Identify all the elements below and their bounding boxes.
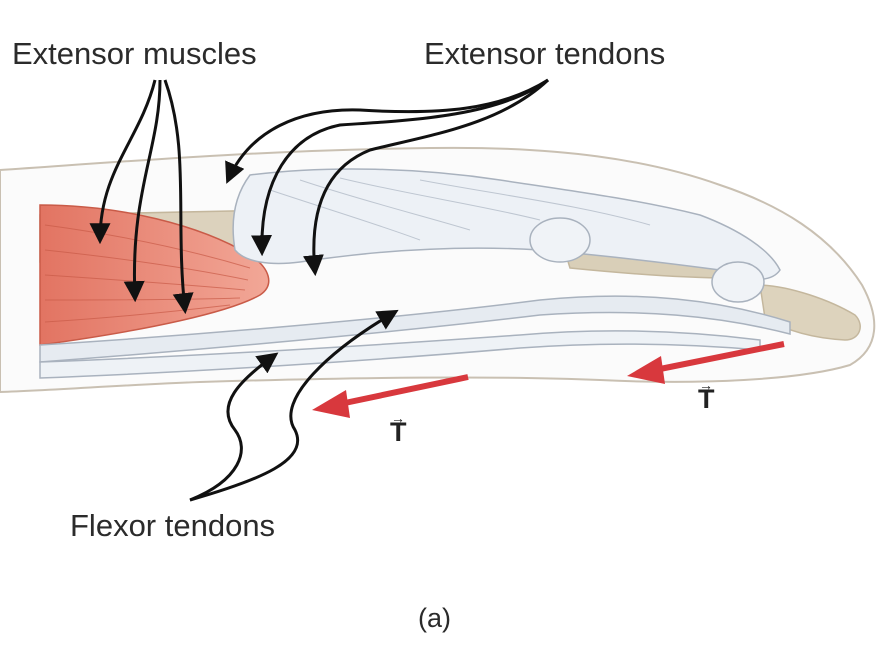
joint-tendon-pip <box>530 218 590 262</box>
tension-vector-label-1: → T <box>390 417 407 448</box>
label-extensor-muscles: Extensor muscles <box>12 36 257 72</box>
vector-arrow-icon: → <box>391 410 405 426</box>
tension-vector-label-2: → T <box>698 384 715 415</box>
joint-tendon-dip <box>712 262 764 302</box>
label-flexor-tendons: Flexor tendons <box>70 508 275 544</box>
vector-arrow-icon: → <box>699 377 713 393</box>
tension-arrow-1 <box>312 377 468 418</box>
label-extensor-tendons: Extensor tendons <box>424 36 665 72</box>
figure-caption: (a) <box>418 603 451 634</box>
